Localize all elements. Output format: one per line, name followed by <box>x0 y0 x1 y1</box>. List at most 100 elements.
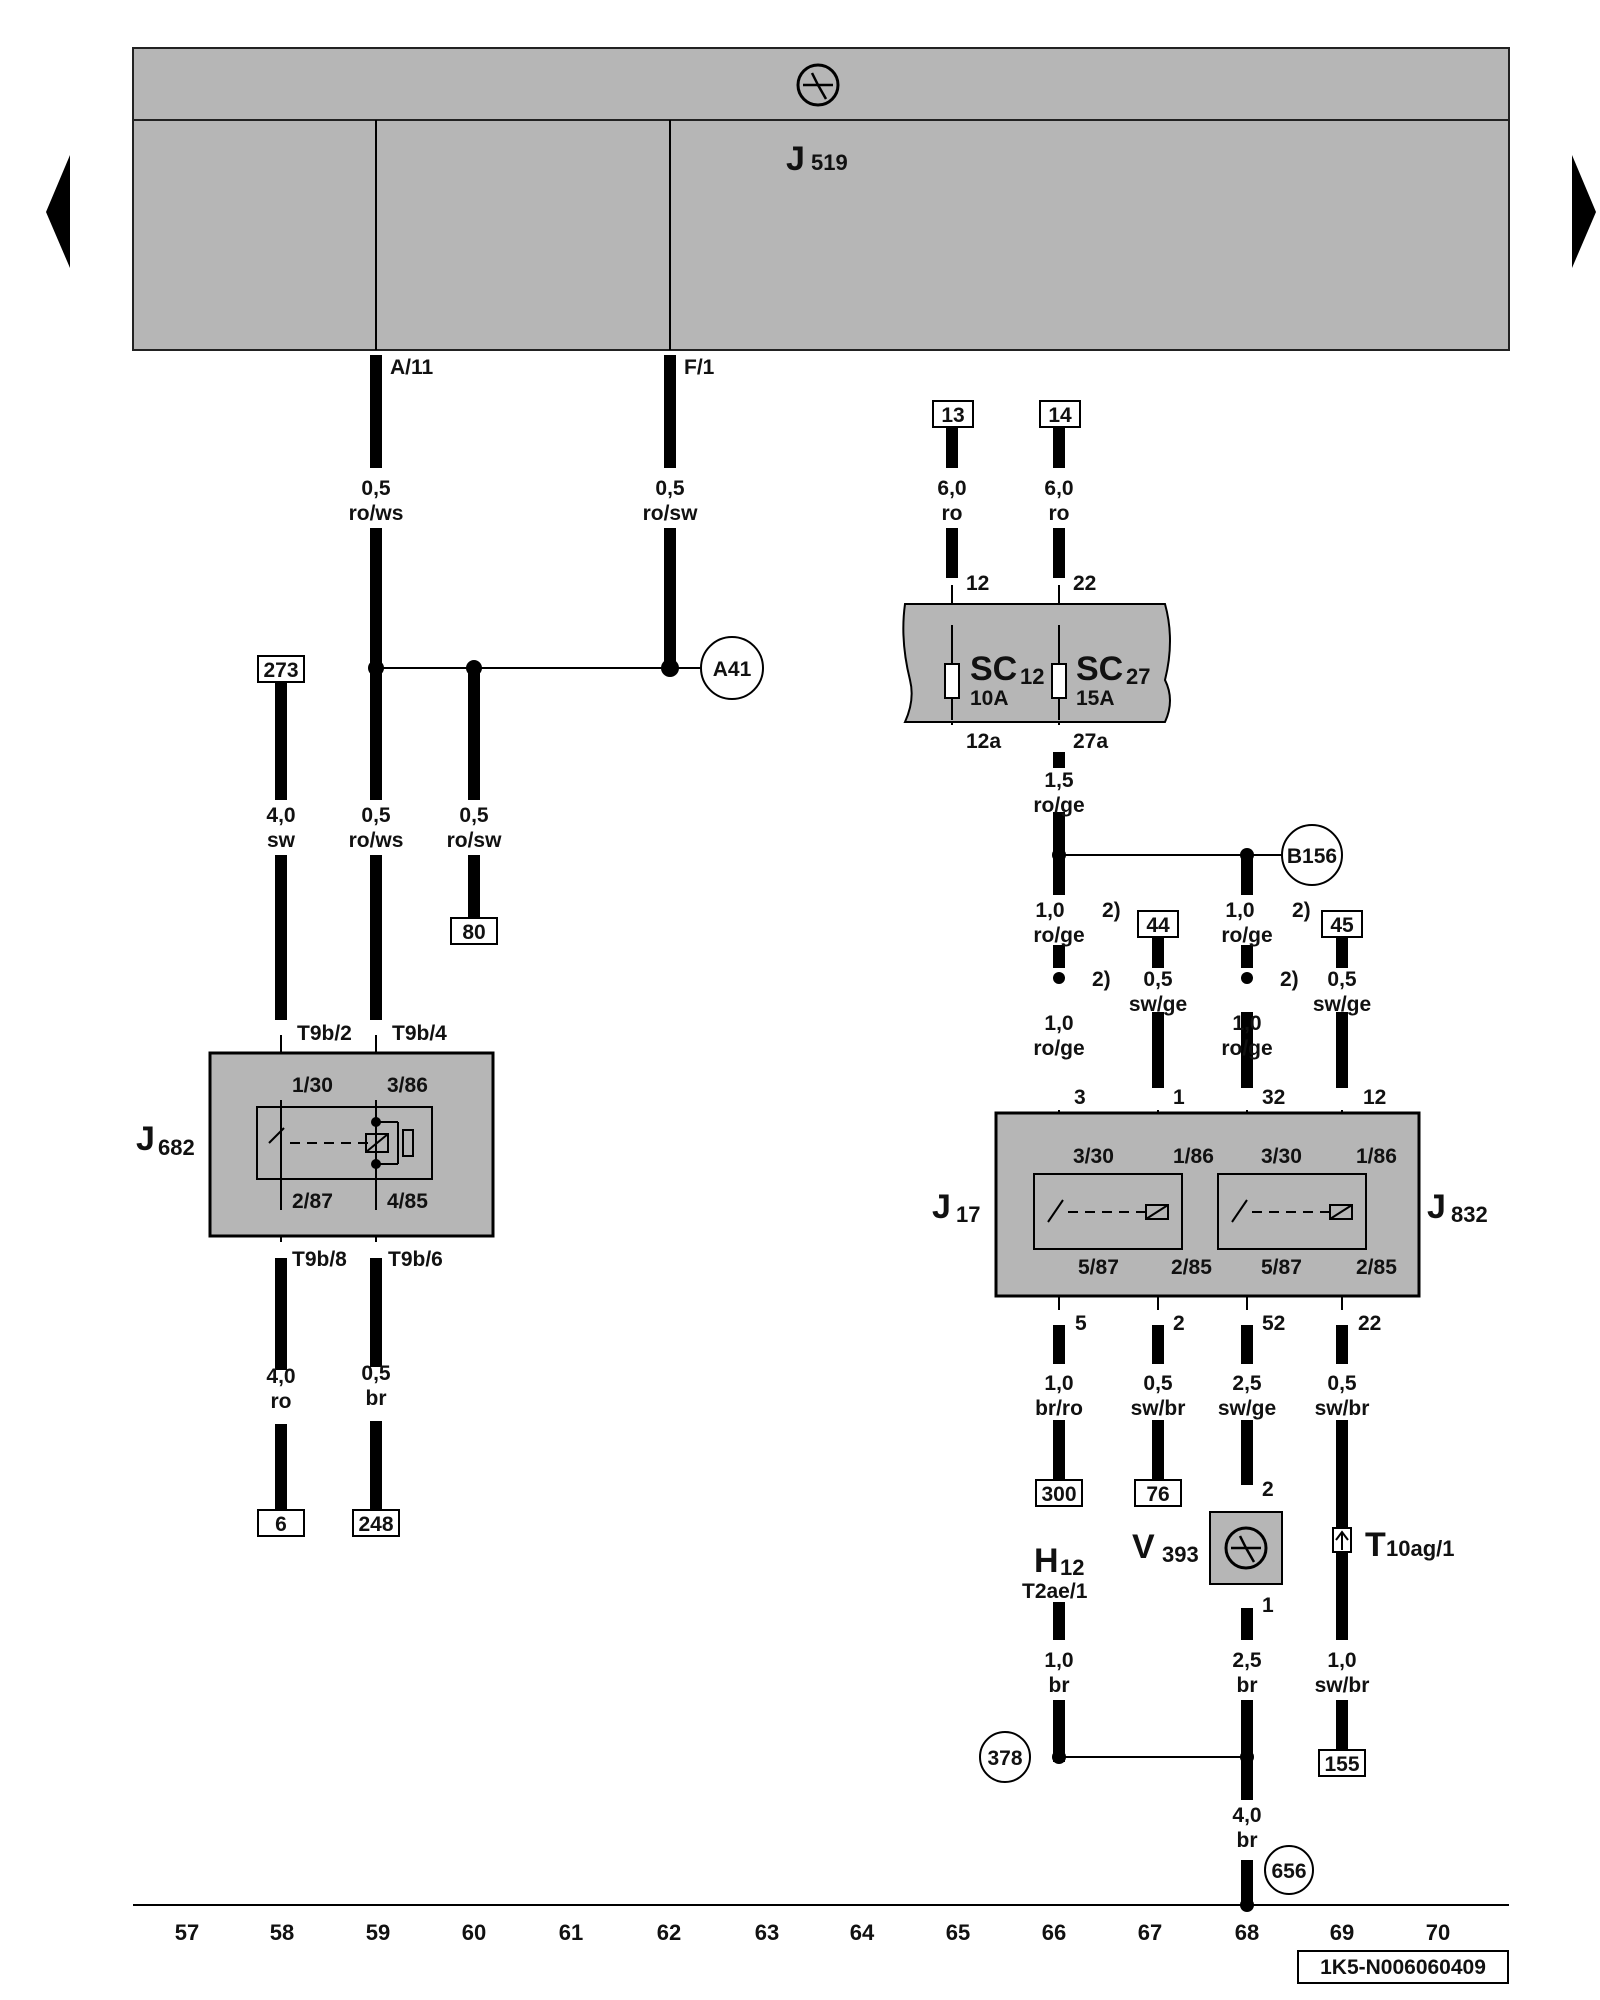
wire-color: br <box>1237 1829 1258 1852</box>
fuse-holder-sc <box>902 603 1171 723</box>
j17-subscript: 17 <box>956 1202 980 1227</box>
sc12-sub: 12 <box>1020 664 1044 689</box>
wire-color: sw/ge <box>1313 993 1371 1016</box>
ref-box-14: 14 <box>1048 404 1072 427</box>
ref-box-45: 45 <box>1330 914 1354 937</box>
wire-color: ro/sw <box>643 502 699 525</box>
wire-color: sw/ge <box>1218 1397 1276 1420</box>
pin-label: 12a <box>966 730 1001 753</box>
wire-color: ro/ge <box>1033 794 1084 817</box>
wire-color: sw <box>267 829 296 852</box>
wire-color: br <box>1237 1674 1258 1697</box>
h12-connector: T2ae/1 <box>1022 1580 1088 1603</box>
pin-label: 2 <box>1262 1478 1274 1501</box>
wire-size: 1,0 <box>1044 1012 1073 1035</box>
pin-label: 12 <box>966 572 989 595</box>
wire-size: 6,0 <box>1044 477 1073 500</box>
pin-label: 2/85 <box>1171 1256 1212 1279</box>
wire-size: 0,5 <box>361 804 391 827</box>
ref-circle-a41 <box>700 636 764 700</box>
wire-size: 4,0 <box>1232 1804 1261 1827</box>
ref-box-76: 76 <box>1146 1483 1169 1506</box>
t10ag-subscript: 10ag/1 <box>1386 1536 1455 1561</box>
wire-size: 0,5 <box>655 477 685 500</box>
wire-size: 0,5 <box>1327 968 1357 991</box>
pin-label: 4/85 <box>387 1190 428 1213</box>
pin-label: 22 <box>1358 1312 1381 1335</box>
ref-box-13: 13 <box>941 404 964 427</box>
wire-color: br <box>1049 1674 1070 1697</box>
wire-color: ro <box>942 502 963 525</box>
ref-box-44: 44 <box>1146 914 1170 937</box>
connector-t10ag-icon <box>1332 1527 1352 1553</box>
pin-label: 1/86 <box>1173 1145 1214 1168</box>
fuse-sc12-icon <box>944 663 960 699</box>
pin-label: 2 <box>1173 1312 1185 1335</box>
j682-letter: J <box>136 1120 155 1158</box>
wire-size: 2,5 <box>1232 1372 1262 1395</box>
column-number: 66 <box>1042 1920 1066 1945</box>
relay-j17-j832 <box>994 1111 1421 1298</box>
column-number: 69 <box>1330 1920 1354 1945</box>
wire-size: 1,0 <box>1327 1649 1356 1672</box>
wire-size: 4,0 <box>266 804 295 827</box>
pin-label: 1 <box>1262 1594 1274 1617</box>
wire-size: 1,5 <box>1044 769 1074 792</box>
pin-label: 27a <box>1073 730 1108 753</box>
pin-label: T9b/8 <box>292 1248 347 1271</box>
pin-label: T9b/6 <box>388 1248 443 1271</box>
wire-color: ro/sw <box>447 829 503 852</box>
j519-subscript: 519 <box>811 150 848 175</box>
sc27-sub: 27 <box>1126 664 1150 689</box>
j832-letter: J <box>1427 1188 1446 1226</box>
previous-page-arrow-icon[interactable] <box>46 155 70 268</box>
wire-color: ro/ws <box>349 829 404 852</box>
wire-color: ro/ws <box>349 502 404 525</box>
ref-circle-378 <box>979 1731 1031 1783</box>
column-number: 57 <box>175 1920 199 1945</box>
pin-label: T9b/2 <box>297 1022 352 1045</box>
ref-box-300: 300 <box>1041 1483 1076 1506</box>
next-page-arrow-icon[interactable] <box>1572 155 1596 268</box>
pin-label: 5/87 <box>1261 1256 1302 1279</box>
wire-note: 2) <box>1292 899 1311 922</box>
column-number: 59 <box>366 1920 390 1945</box>
j519-letter: J <box>786 140 805 178</box>
ref-box-155: 155 <box>1324 1753 1359 1776</box>
j832-subscript: 832 <box>1451 1202 1488 1227</box>
pin-label: 1 <box>1173 1086 1185 1109</box>
wire-note: 2) <box>1092 968 1111 991</box>
ref-box-6: 6 <box>275 1513 287 1536</box>
pin-label: 12 <box>1363 1086 1386 1109</box>
sc27-letters: SC <box>1076 650 1123 688</box>
pin-label: T9b/4 <box>392 1022 447 1045</box>
ref-circle-656 <box>1264 1845 1314 1895</box>
wire-size: 0,5 <box>1143 1372 1173 1395</box>
wire-size: 0,5 <box>459 804 489 827</box>
column-number: 58 <box>270 1920 294 1945</box>
pin-f1: F/1 <box>684 356 715 379</box>
j17-letter: J <box>932 1188 951 1226</box>
ref-circle-656-label: 656 <box>1271 1860 1306 1883</box>
pin-label: 52 <box>1262 1312 1285 1335</box>
column-number: 61 <box>559 1920 583 1945</box>
wire-size: 1,0 <box>1044 1372 1073 1395</box>
wire-size: 6,0 <box>937 477 966 500</box>
wire-size: 4,0 <box>266 1365 295 1388</box>
fuse-sc27-icon <box>1051 663 1067 699</box>
wire-color: ro/ge <box>1033 1037 1084 1060</box>
column-number: 63 <box>755 1920 779 1945</box>
motor-icon <box>1224 1526 1268 1570</box>
ref-circle-b156-label: B156 <box>1287 845 1337 868</box>
pin-label: 3/30 <box>1261 1145 1302 1168</box>
wire-color: sw/br <box>1131 1397 1186 1420</box>
pin-label: 1/30 <box>292 1074 333 1097</box>
ref-box-80: 80 <box>462 921 485 944</box>
pin-label: 3 <box>1074 1086 1086 1109</box>
junction-dots <box>368 620 1254 1912</box>
pin-label: 5/87 <box>1078 1256 1119 1279</box>
wire-note: 2) <box>1280 968 1299 991</box>
column-number: 67 <box>1138 1920 1162 1945</box>
electronic-unit-icon <box>796 63 840 107</box>
